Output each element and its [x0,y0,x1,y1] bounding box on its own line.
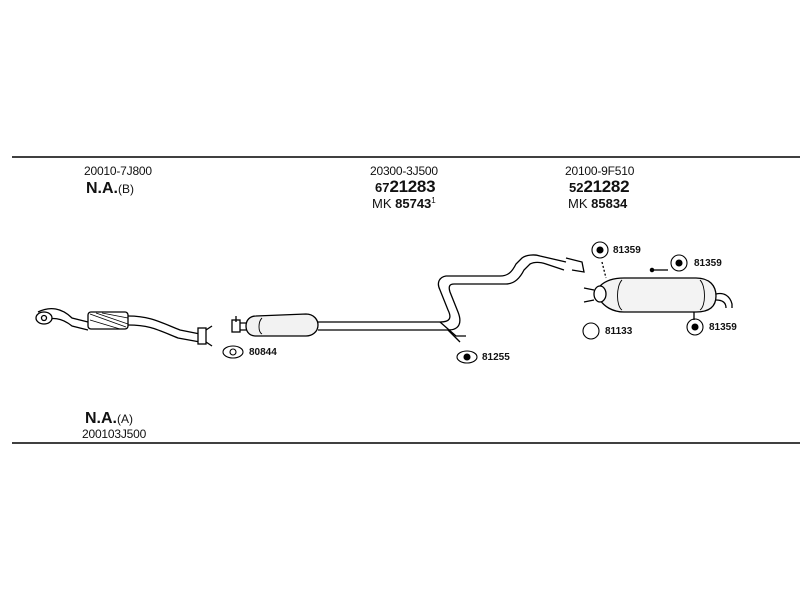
right-mk-prefix: MK [568,196,588,211]
left-na-suffix: (B) [118,182,134,196]
callout-ring-rear: 81133 [605,326,633,337]
left-na-label: N.A.(B) [86,180,134,198]
middle-mk-number: MK 857431 [372,196,436,211]
middle-ref-number: 6721283 [375,177,436,197]
ring-icon [582,322,600,340]
middle-ref-main: 21283 [389,177,436,196]
front-pipe-drawing [35,307,213,347]
callout-symbols [222,241,704,364]
hanger-icon-rear-3 [686,318,704,336]
hanger-icon-rear-2 [670,254,688,272]
callout-hanger-rear-1: 81359 [613,245,641,256]
bottom-na-label: N.A.(A) [85,410,133,428]
hanger-icon-mid [456,350,478,364]
middle-pipe-drawing [231,254,585,343]
left-na-text: N.A. [86,180,118,197]
bottom-part-number: 200103J500 [82,427,147,441]
callout-hanger-rear-2: 81359 [694,258,722,269]
callout-gasket-front: 80844 [249,347,277,358]
callout-hanger-rear-3: 81359 [709,322,737,333]
rear-muffler-drawing [583,261,733,320]
bottom-na-text: N.A. [85,410,117,427]
left-part-number: 20010-7J800 [84,164,152,178]
callout-hanger-mid: 81255 [482,352,510,363]
middle-mk-prefix: MK [372,196,392,211]
middle-part-number: 20300-3J500 [370,164,438,178]
right-ref-main: 21282 [583,177,630,196]
gasket-icon [222,345,244,359]
right-ref-number: 5221282 [569,177,630,197]
right-part-number: 20100-9F510 [565,164,635,178]
right-mk-number: MK 85834 [568,196,627,211]
bottom-na-suffix: (A) [117,412,133,426]
middle-ref-prefix: 67 [375,180,390,195]
right-ref-prefix: 52 [569,180,584,195]
middle-mk-superscript: 1 [431,196,436,205]
hanger-icon-rear-1 [591,241,609,259]
right-mk-value: 85834 [591,196,628,211]
middle-mk-value: 85743 [395,196,432,211]
